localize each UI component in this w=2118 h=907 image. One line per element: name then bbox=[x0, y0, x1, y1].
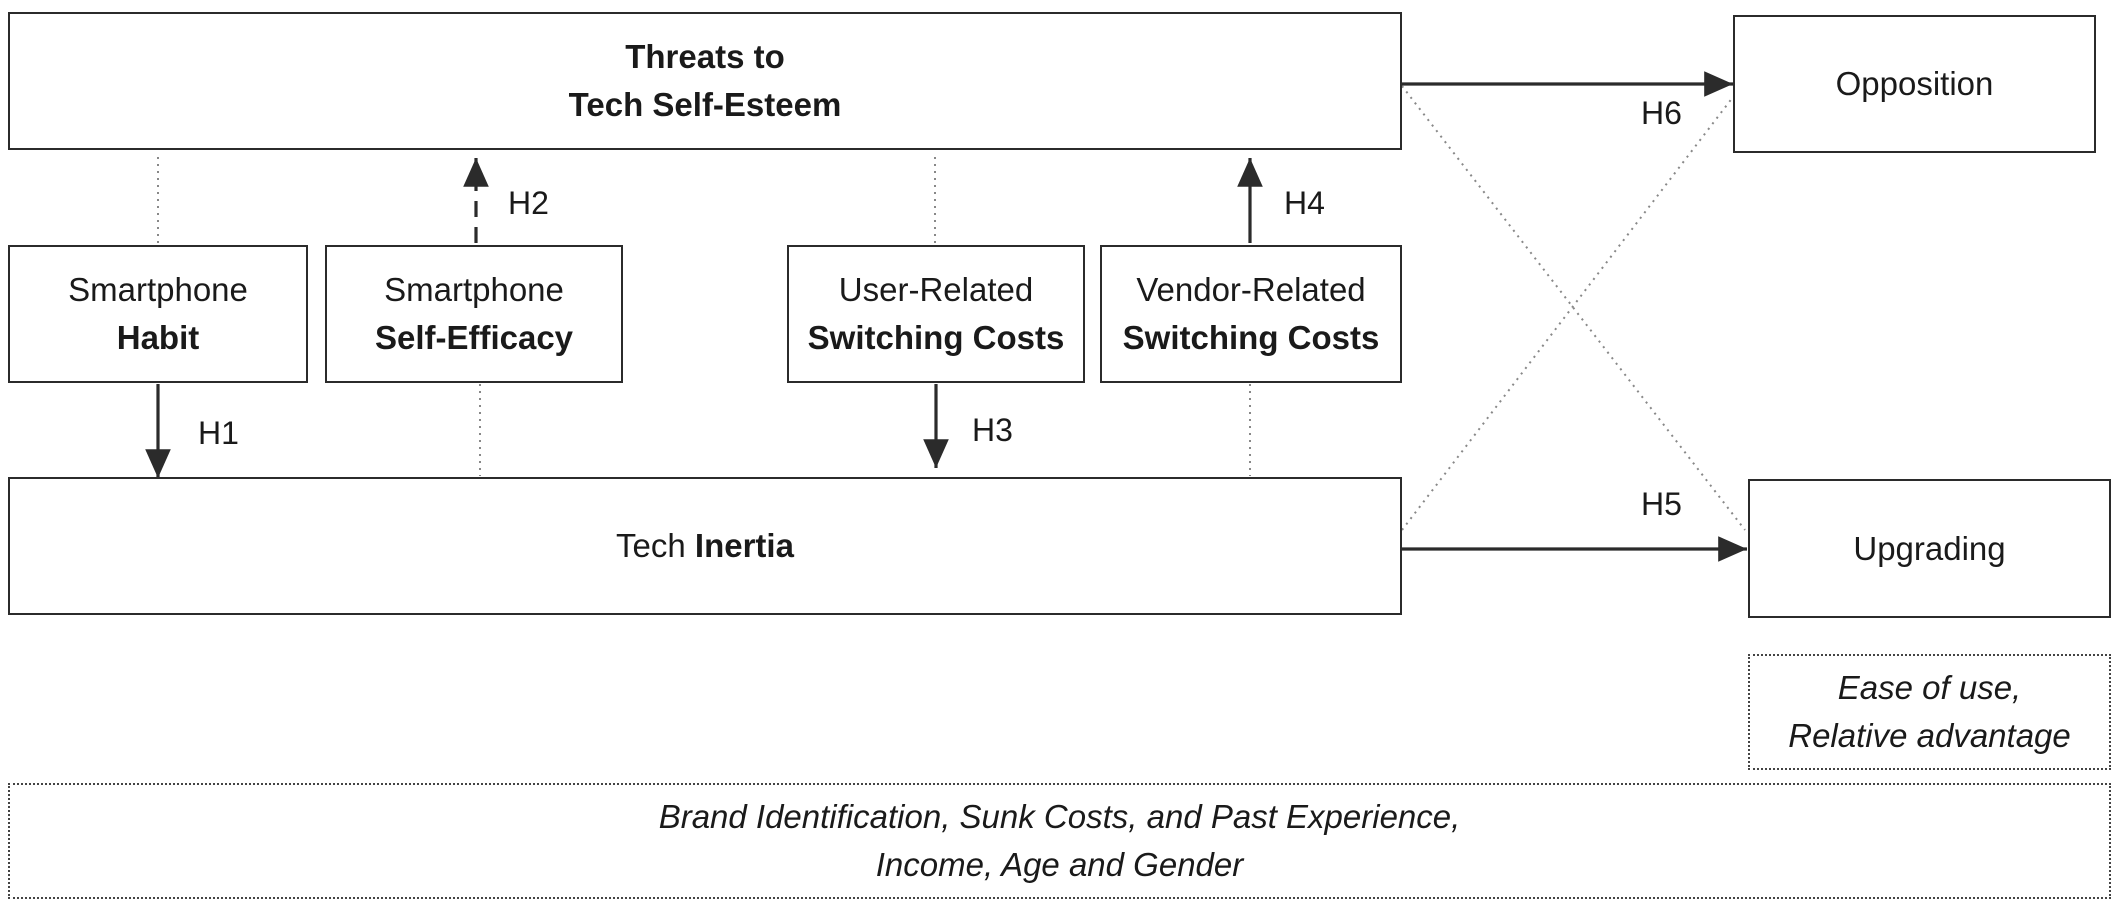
threats-line2: Tech Self-Esteem bbox=[568, 86, 842, 123]
opposition-box: Opposition bbox=[1733, 15, 2096, 153]
control-variables-box: Brand Identification, Sunk Costs, and Pa… bbox=[8, 783, 2111, 899]
user-costs-line1: User-Related bbox=[838, 271, 1034, 309]
upgrading-controls-box: Ease of use, Relative advantage bbox=[1748, 654, 2111, 770]
smartphone-habit-box: Smartphone Habit bbox=[8, 245, 308, 383]
self-efficacy-line2: Self-Efficacy bbox=[374, 319, 574, 356]
hypothesis-label-h4: H4 bbox=[1284, 185, 1325, 221]
dotted-link-threats-upgrading bbox=[1401, 85, 1746, 531]
hypothesis-label-h5: H5 bbox=[1641, 486, 1682, 522]
controls-line2: Income, Age and Gender bbox=[875, 846, 1244, 883]
tech-inertia-box: Tech Inertia bbox=[8, 477, 1402, 615]
upgrading-controls-line2: Relative advantage bbox=[1788, 717, 2071, 754]
upgrading-controls-line1: Ease of use, bbox=[1837, 669, 2022, 707]
hypothesis-label-h3: H3 bbox=[972, 412, 1013, 448]
dotted-link-inertia-opposition bbox=[1401, 96, 1734, 531]
user-related-switching-costs-box: User-Related Switching Costs bbox=[787, 245, 1085, 383]
hypothesis-label-h2: H2 bbox=[508, 185, 549, 221]
user-costs-line2: Switching Costs bbox=[807, 319, 1065, 356]
inertia-prefix: Tech bbox=[616, 527, 695, 565]
threats-to-tech-self-esteem-box: Threats to Tech Self-Esteem bbox=[8, 12, 1402, 150]
smartphone-self-efficacy-box: Smartphone Self-Efficacy bbox=[325, 245, 623, 383]
opposition-label: Opposition bbox=[1835, 65, 1994, 103]
habit-line2: Habit bbox=[116, 319, 200, 356]
self-efficacy-line1: Smartphone bbox=[384, 271, 564, 309]
hypothesis-label-h6: H6 bbox=[1641, 95, 1682, 131]
vendor-costs-line1: Vendor-Related bbox=[1136, 271, 1366, 309]
vendor-costs-line2: Switching Costs bbox=[1122, 319, 1380, 356]
hypothesis-label-h1: H1 bbox=[198, 415, 239, 451]
inertia-bold: Inertia bbox=[694, 527, 794, 565]
inertia-label: Tech Inertia bbox=[616, 522, 794, 570]
threats-line1: Threats to bbox=[625, 38, 785, 76]
upgrading-label: Upgrading bbox=[1853, 529, 2006, 567]
habit-line1: Smartphone bbox=[68, 271, 248, 309]
controls-line1: Brand Identification, Sunk Costs, and Pa… bbox=[658, 798, 1461, 836]
vendor-related-switching-costs-box: Vendor-Related Switching Costs bbox=[1100, 245, 1402, 383]
upgrading-box: Upgrading bbox=[1748, 479, 2111, 618]
